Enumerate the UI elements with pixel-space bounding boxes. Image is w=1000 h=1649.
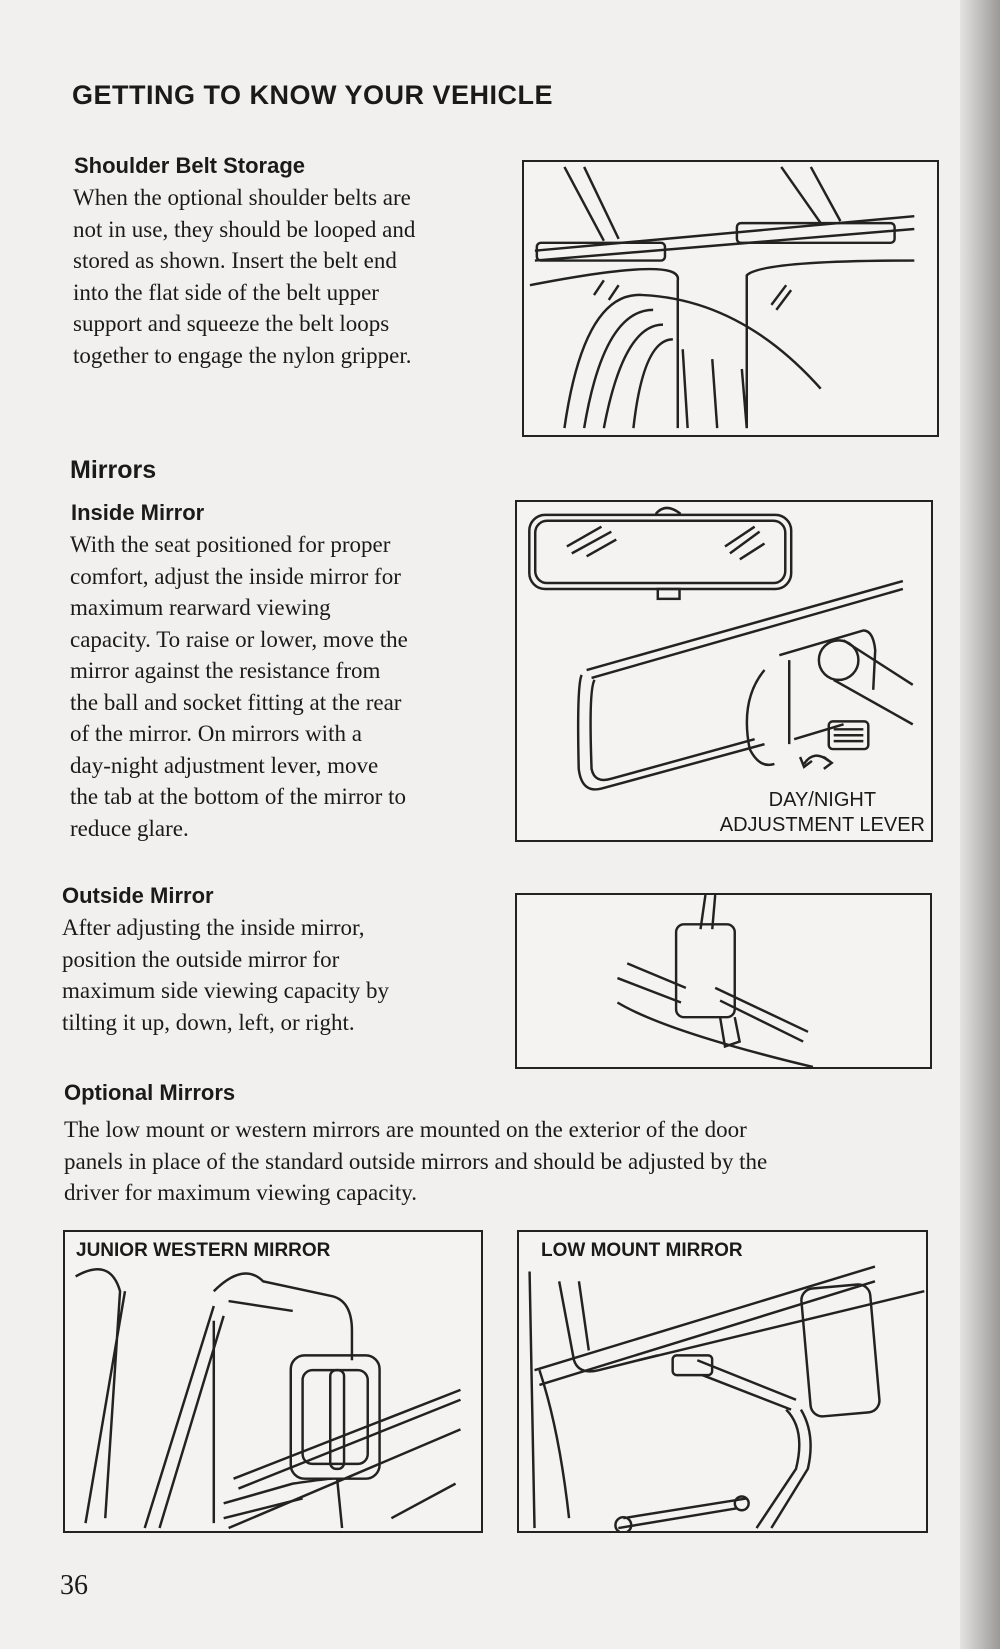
shoulder-belt-text: When the optional shoulder belts are not… [73, 182, 415, 371]
text-line: comfort, adjust the inside mirror for [70, 563, 401, 589]
callout-line: ADJUSTMENT LEVER [719, 814, 925, 836]
text-line: maximum rearward viewing [70, 595, 331, 620]
outside-mirror-text: After adjusting the inside mirror, posit… [62, 912, 389, 1038]
text-line: not in use, they should be looped and [73, 216, 416, 242]
text-line: The low mount or western mirrors are mou… [64, 1117, 747, 1142]
optional-mirrors-text: The low mount or western mirrors are mou… [64, 1114, 767, 1209]
text-line: mirror against the resistance from [70, 658, 381, 683]
text-line: driver for maximum viewing capacity. [64, 1180, 417, 1205]
callout-line: DAY/NIGHT [768, 789, 877, 811]
text-line: day-night adjustment lever, move [70, 752, 379, 778]
text-line: together to engage the nylon gripper. [73, 342, 412, 368]
text-line: reduce glare. [70, 815, 189, 841]
junior-western-mirror-label: JUNIOR WESTERN MIRROR [76, 1240, 331, 1261]
text-line: position the outside mirror for [62, 946, 340, 972]
low-mount-mirror-figure: LOW MOUNT MIRROR [517, 1230, 928, 1533]
outside-mirror-heading: Outside Mirror [62, 883, 214, 908]
text-line: into the flat side of the belt upper [73, 279, 379, 305]
text-line: of the mirror. On mirrors with a [70, 721, 362, 746]
shoulder-belt-figure [522, 160, 939, 437]
text-line: With the seat positioned for proper [70, 532, 391, 557]
text-line: the ball and socket fitting at the rear [70, 689, 402, 715]
text-line: support and squeeze the belt loops [73, 311, 390, 336]
text-line: tilting it up, down, left, or right. [62, 1009, 355, 1035]
outside-mirror-figure [515, 893, 932, 1069]
text-line: capacity. To raise or lower, move the [70, 626, 408, 652]
page-number: 36 [60, 1570, 88, 1601]
low-mount-mirror-label: LOW MOUNT MIRROR [541, 1240, 743, 1261]
mirrors-heading: Mirrors [70, 456, 157, 484]
text-line: After adjusting the inside mirror, [62, 915, 365, 940]
optional-mirrors-heading: Optional Mirrors [64, 1080, 236, 1105]
page-title: GETTING TO KNOW YOUR VEHICLE [72, 80, 554, 110]
text-line: maximum side viewing capacity by [62, 978, 390, 1003]
text-line: stored as shown. Insert the belt end [73, 248, 397, 273]
text-line: When the optional shoulder belts are [73, 185, 411, 210]
junior-western-mirror-figure: JUNIOR WESTERN MIRROR [63, 1230, 483, 1533]
text-line: the tab at the bottom of the mirror to [70, 784, 406, 809]
inside-mirror-heading: Inside Mirror [71, 500, 205, 525]
inside-mirror-text: With the seat positioned for proper comf… [70, 529, 408, 844]
page-edge-shadow [960, 0, 1000, 1649]
day-night-lever-callout: DAY/NIGHT ADJUSTMENT LEVER [719, 788, 925, 838]
inside-mirror-figure: DAY/NIGHT ADJUSTMENT LEVER [515, 500, 933, 842]
text-line: panels in place of the standard outside … [64, 1148, 768, 1174]
shoulder-belt-heading: Shoulder Belt Storage [74, 153, 306, 178]
